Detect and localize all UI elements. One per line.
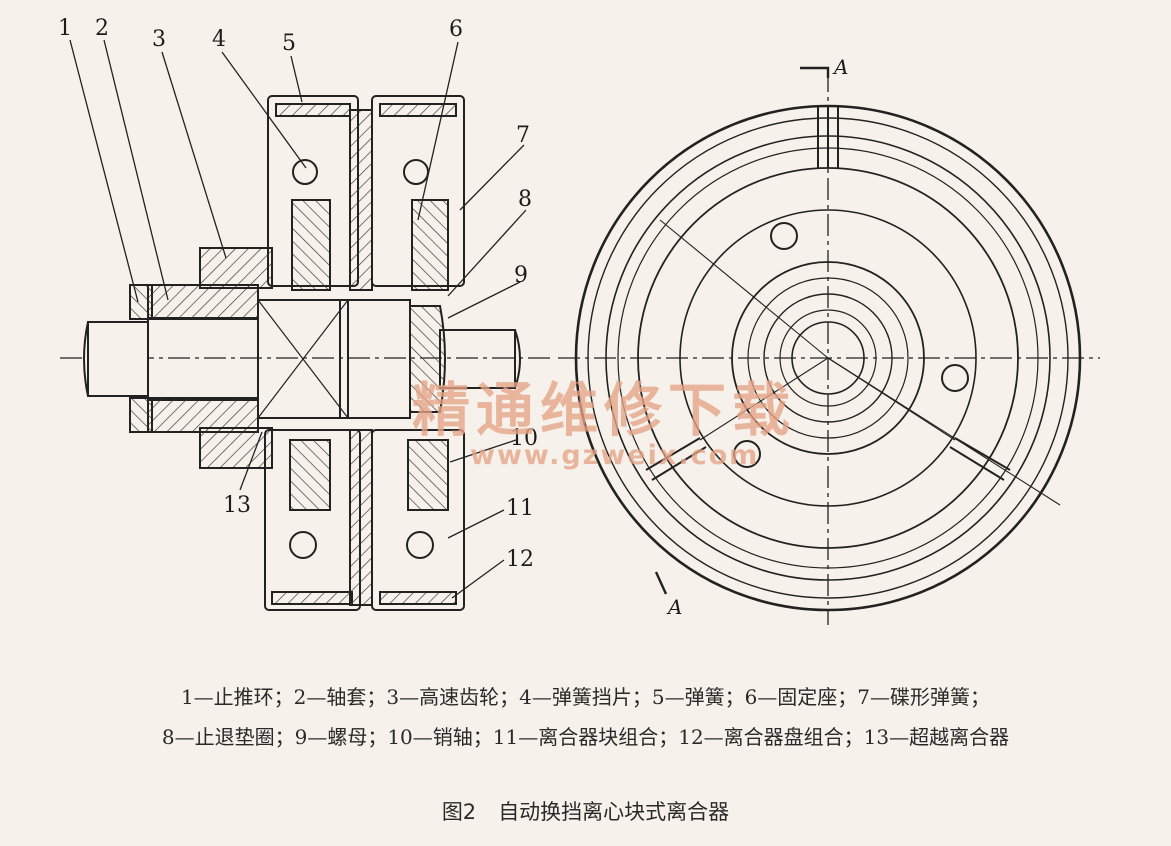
- callout-8: 8: [518, 187, 532, 212]
- callout-9: 9: [514, 263, 528, 288]
- figure-caption: 图2 自动换挡离心块式离合器: [0, 796, 1171, 826]
- parts-legend: 1—止推环；2—轴套；3—高速齿轮；4—弹簧挡片；5—弹簧；6—固定座；7—碟形…: [0, 677, 1171, 757]
- callout-5: 5: [282, 31, 296, 56]
- callout-11: 11: [506, 496, 534, 521]
- figure-number: 图2: [441, 800, 477, 824]
- callout-labels: 1 2 3 4 5 6 7 8 9 10 11 12 13: [58, 16, 538, 572]
- callout-1: 1: [58, 16, 72, 41]
- section-mark-bottom: A: [666, 595, 682, 619]
- callout-7: 7: [516, 123, 530, 148]
- watermark-text: 精通维修下载: [412, 376, 796, 444]
- front-view: [558, 66, 1100, 625]
- callout-10: 10: [510, 426, 538, 451]
- section-mark-top: A: [832, 55, 848, 79]
- figure-title: 自动换挡离心块式离合器: [498, 800, 730, 824]
- callout-6: 6: [449, 17, 463, 42]
- callout-4: 4: [212, 27, 226, 52]
- watermark-url: www.gzweix.com: [470, 440, 759, 471]
- callout-12: 12: [506, 547, 534, 572]
- legend-line-1: 1—止推环；2—轴套；3—高速齿轮；4—弹簧挡片；5—弹簧；6—固定座；7—碟形…: [180, 685, 991, 709]
- section-view: [60, 95, 555, 611]
- callout-2: 2: [95, 16, 109, 41]
- callout-13: 13: [223, 493, 251, 518]
- legend-line-2: 8—止退垫圈；9—螺母；10—销轴；11—离合器块组合；12—离合器盘组合；13…: [161, 725, 1010, 749]
- callout-3: 3: [152, 27, 166, 52]
- callout-leaders: [69, 39, 527, 599]
- clutch-drawing: 1 2 3 4 5 6 7 8 9 10 11 12 13: [58, 16, 1100, 625]
